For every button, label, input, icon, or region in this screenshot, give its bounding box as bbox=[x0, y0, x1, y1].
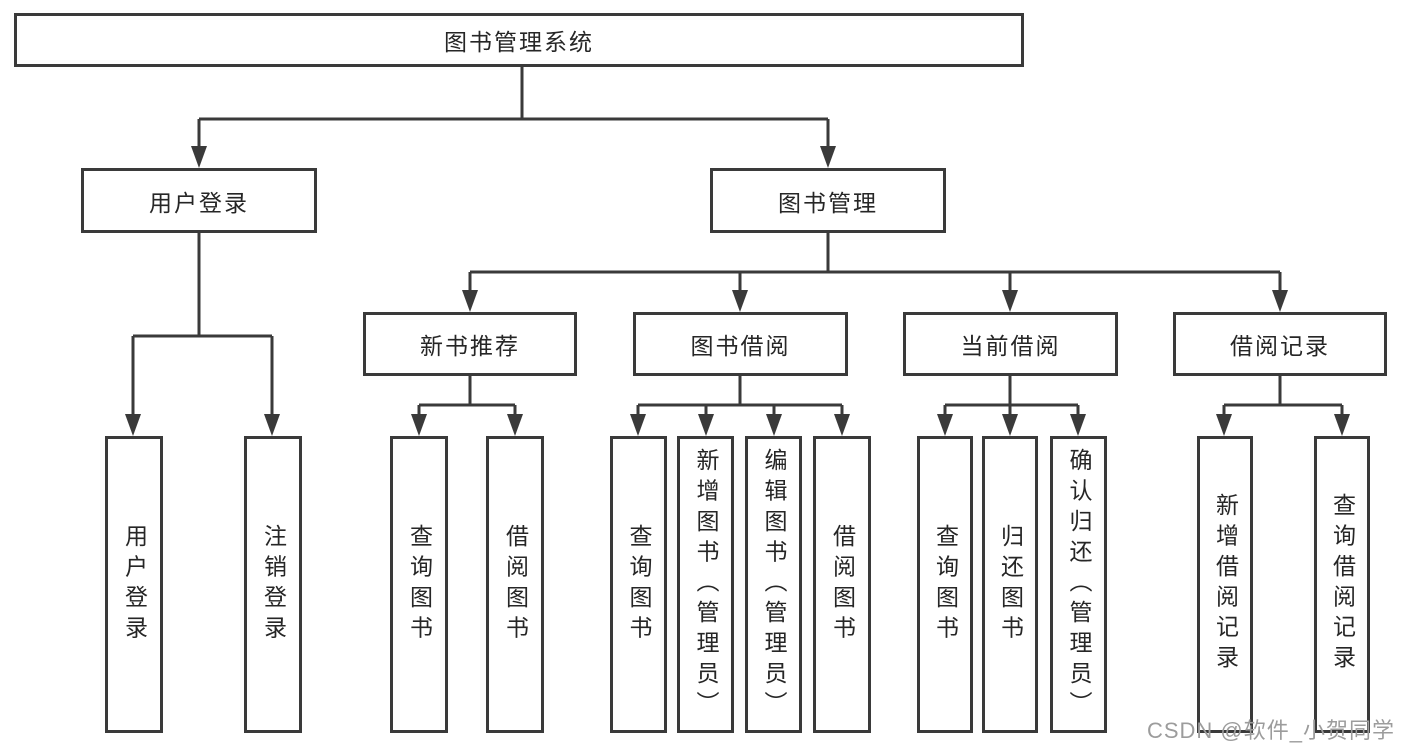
leaf-confirm-return-admin-label: 确认归还（管理员） bbox=[1066, 447, 1092, 722]
leaf-return-books: 归还图书 bbox=[982, 436, 1038, 733]
leaf-query-borrow-record: 查询借阅记录 bbox=[1314, 436, 1370, 733]
leaf-confirm-return-admin: 确认归还（管理员） bbox=[1050, 436, 1107, 733]
node-borrowing-records-label: 借阅记录 bbox=[1230, 333, 1330, 359]
leaf-add-borrow-record-label: 新增借阅记录 bbox=[1212, 493, 1239, 676]
node-current-borrowing-label: 当前借阅 bbox=[960, 333, 1061, 359]
node-root-label: 图书管理系统 bbox=[444, 29, 594, 55]
leaf-query-borrow-record-label: 查询借阅记录 bbox=[1329, 493, 1356, 676]
leaf-query-books-borrowing: 查询图书 bbox=[610, 436, 667, 733]
leaf-logout: 注销登录 bbox=[244, 436, 302, 733]
node-user-login: 用户登录 bbox=[81, 168, 317, 233]
node-new-book-recommendation: 新书推荐 bbox=[363, 312, 577, 376]
leaf-query-books-current: 查询图书 bbox=[917, 436, 973, 733]
leaf-borrow-books-recommend: 借阅图书 bbox=[486, 436, 544, 733]
leaf-return-books-label: 归还图书 bbox=[997, 523, 1024, 646]
node-book-management-label: 图书管理 bbox=[778, 189, 878, 216]
leaf-query-books-recommend-label: 查询图书 bbox=[406, 523, 433, 646]
leaf-add-books-admin: 新增图书（管理员） bbox=[677, 436, 734, 733]
leaf-borrow-books-borrowing-label: 借阅图书 bbox=[829, 523, 856, 646]
node-new-book-recommendation-label: 新书推荐 bbox=[420, 333, 520, 359]
node-book-borrowing: 图书借阅 bbox=[633, 312, 848, 376]
leaf-query-books-borrowing-label: 查询图书 bbox=[626, 523, 652, 646]
leaf-query-books-current-label: 查询图书 bbox=[932, 523, 959, 646]
node-root: 图书管理系统 bbox=[14, 13, 1024, 67]
leaf-add-borrow-record: 新增借阅记录 bbox=[1197, 436, 1253, 733]
node-user-login-label: 用户登录 bbox=[149, 189, 249, 216]
leaf-user-login-label: 用户登录 bbox=[121, 523, 148, 646]
leaf-logout-label: 注销登录 bbox=[260, 523, 287, 646]
leaf-query-books-recommend: 查询图书 bbox=[390, 436, 448, 733]
leaf-edit-books-admin-label: 编辑图书（管理员） bbox=[761, 447, 787, 722]
node-book-borrowing-label: 图书借阅 bbox=[690, 333, 791, 359]
node-current-borrowing: 当前借阅 bbox=[903, 312, 1118, 376]
leaf-borrow-books-borrowing: 借阅图书 bbox=[813, 436, 871, 733]
leaf-borrow-books-recommend-label: 借阅图书 bbox=[502, 523, 529, 646]
leaf-edit-books-admin: 编辑图书（管理员） bbox=[745, 436, 802, 733]
node-book-management: 图书管理 bbox=[710, 168, 946, 233]
csdn-watermark: CSDN @软件_小贺同学 bbox=[1146, 718, 1395, 743]
leaf-add-books-admin-label: 新增图书（管理员） bbox=[693, 447, 719, 722]
node-borrowing-records: 借阅记录 bbox=[1173, 312, 1387, 376]
leaf-user-login: 用户登录 bbox=[105, 436, 163, 733]
